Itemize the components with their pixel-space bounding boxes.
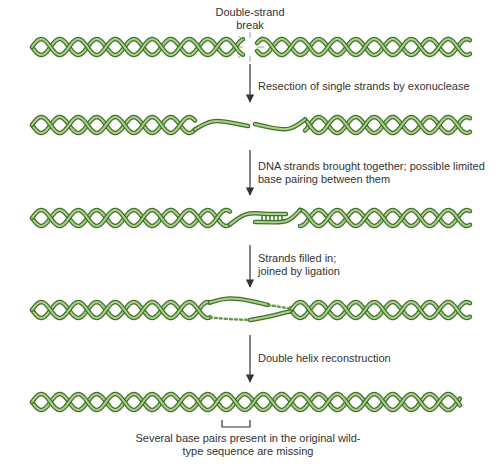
strand-outline: [210, 299, 268, 305]
strand-outline: [257, 39, 470, 55]
strand-fill: [250, 311, 290, 320]
strand-outline: [290, 302, 470, 318]
strand-fill: [195, 121, 248, 129]
strand-outline: [255, 210, 300, 222]
strand-fill: [32, 302, 210, 318]
strand-fill: [32, 117, 195, 133]
strand-outline: [195, 121, 248, 129]
step-label: Double helix reconstruction: [258, 352, 458, 365]
strand-fill: [210, 299, 268, 305]
base-pair: [273, 216, 275, 220]
break-sparkle: [236, 32, 264, 62]
strand-fill: [305, 117, 470, 133]
step-arrow: [249, 150, 250, 195]
break-label: Double-strand break: [205, 6, 295, 32]
base-pair: [277, 216, 279, 220]
strand-fill: [32, 210, 230, 226]
strand-outline: [32, 117, 195, 133]
strand-fill: [32, 210, 230, 226]
strand-outline: [32, 39, 243, 55]
strand-fill: [290, 302, 470, 318]
strand-outline: [305, 117, 470, 133]
step-arrow: [249, 245, 250, 287]
step-arrow: [249, 64, 250, 102]
new-strand: [210, 317, 250, 320]
base-pair: [261, 216, 263, 220]
strand-fill: [32, 117, 195, 133]
strand-fill: [255, 210, 300, 222]
strand-outline: [255, 119, 305, 129]
missing-bracket: [222, 420, 250, 427]
step-label: DNA strands brought together; possible l…: [258, 160, 490, 186]
strand-outline: [32, 39, 243, 55]
strand-fill: [257, 39, 470, 55]
strand-fill: [255, 119, 305, 129]
strand-outline: [250, 311, 290, 320]
base-pair: [281, 216, 283, 220]
strand-outline: [300, 210, 470, 226]
step-label: Strands filled in; joined by ligation: [258, 252, 358, 278]
strand-outline: [290, 302, 470, 318]
strand-outline: [257, 39, 470, 55]
strand-outline: [32, 302, 210, 318]
strand-fill: [305, 117, 470, 133]
result-note: Several base pairs present in the origin…: [128, 432, 368, 458]
strand-fill: [32, 394, 460, 410]
strand-outline: [300, 210, 470, 226]
strand-fill: [300, 210, 470, 226]
base-pair: [265, 216, 267, 220]
strand-outline: [305, 117, 470, 133]
step-arrow: [249, 335, 250, 382]
strand-outline: [32, 117, 195, 133]
base-pair: [269, 216, 271, 220]
new-strand: [268, 305, 290, 309]
strand-fill: [32, 302, 210, 318]
step-label: Resection of single strands by exonuclea…: [258, 80, 498, 93]
strand-fill: [32, 394, 460, 410]
strand-fill: [290, 302, 470, 318]
dna-strands: [32, 39, 470, 410]
strand-outline: [32, 210, 230, 226]
strand-fill: [300, 210, 470, 226]
strand-outline: [32, 394, 460, 410]
strand-fill: [32, 39, 243, 55]
strand-outline: [32, 302, 210, 318]
strand-fill: [257, 39, 470, 55]
strand-outline: [32, 394, 460, 410]
strand-fill: [32, 39, 243, 55]
strand-outline: [32, 210, 230, 226]
